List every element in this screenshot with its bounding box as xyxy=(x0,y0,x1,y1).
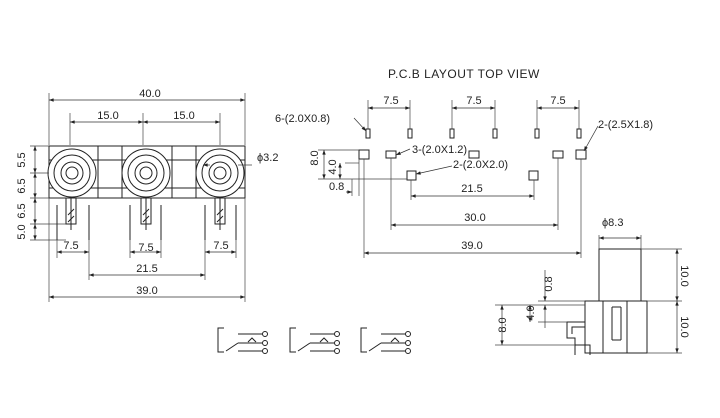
dim-pitch-right: 15.0 xyxy=(173,110,194,122)
schematic-symbol-1 xyxy=(217,327,268,354)
side-lower-height: 10.0 xyxy=(678,316,690,337)
dim-height-4: 5.0 xyxy=(16,224,28,239)
pcb-hole-mid xyxy=(468,150,480,159)
side-dim-40: 4.0 xyxy=(525,305,537,320)
jack-1 xyxy=(47,148,97,198)
jack-2 xyxy=(121,148,171,198)
pcb-hole-small xyxy=(407,128,413,139)
pcb-pitch-3: 7.5 xyxy=(550,95,565,107)
pcb-hole-small xyxy=(365,128,371,139)
dim-pin-span: 21.5 xyxy=(136,263,157,275)
side-dim-80: 8.0 xyxy=(497,317,509,332)
side-jack-barrel xyxy=(598,248,642,302)
label-hole-square: 2-(2.0X2.0) xyxy=(453,159,508,171)
pcb-pitch-2: 7.5 xyxy=(466,95,481,107)
side-diameter: ϕ8.3 xyxy=(602,217,623,229)
pcb-pitch-1: 7.5 xyxy=(383,95,398,107)
dim-height-1: 5.5 xyxy=(16,152,28,167)
pcb-span-390: 39.0 xyxy=(461,240,482,252)
dim-pin-offset-right: 7.5 xyxy=(213,240,228,252)
pins-left xyxy=(56,197,90,240)
side-upper-height: 10.0 xyxy=(678,265,690,286)
schematic-symbol-3 xyxy=(360,327,411,354)
pcb-hole-small xyxy=(449,128,455,139)
pcb-offset-08: 0.8 xyxy=(329,181,344,193)
pcb-hole-mid xyxy=(385,150,397,159)
label-hole-large: 2-(2.5X1.8) xyxy=(598,119,653,131)
pcb-hole-small xyxy=(576,128,582,139)
pcb-hole-large xyxy=(358,149,370,160)
dim-hole-diameter: ϕ3.2 xyxy=(257,152,278,164)
pcb-hole-mid xyxy=(552,150,564,159)
dim-pin-offset-left: 7.5 xyxy=(63,240,78,252)
dim-pin-offset-mid: 7.5 xyxy=(138,242,153,254)
side-body xyxy=(584,300,648,354)
pcb-span-215: 21.5 xyxy=(461,183,482,195)
pcb-title: P.C.B LAYOUT TOP VIEW xyxy=(388,67,540,81)
side-pin xyxy=(566,321,585,355)
pcb-height-8: 8.0 xyxy=(309,150,321,165)
side-dim-08: 0.8 xyxy=(543,276,555,291)
pins-middle xyxy=(129,197,162,240)
label-hole-small: 6-(2.0X0.8) xyxy=(275,113,330,125)
jack-3 xyxy=(195,148,245,198)
schematic-symbol-2 xyxy=(289,327,340,354)
pcb-hole-small xyxy=(534,128,540,139)
pcb-hole-square xyxy=(528,170,539,181)
label-hole-mid: 3-(2.0X1.2) xyxy=(412,144,467,156)
pcb-hole-small xyxy=(492,128,498,139)
side-view: ϕ8.3 10.0 10.0 0.8 4.0 8.0 xyxy=(495,217,690,355)
dim-base-width: 39.0 xyxy=(136,285,157,297)
pcb-hole-square xyxy=(406,170,417,181)
dim-pitch-left: 15.0 xyxy=(97,110,118,122)
dim-height-2: 6.5 xyxy=(16,178,28,193)
pcb-hole-large xyxy=(575,149,587,160)
dim-overall-width: 40.0 xyxy=(139,88,160,100)
front-view: 40.0 15.0 15.0 xyxy=(16,88,278,302)
pcb-height-4: 4.0 xyxy=(327,159,339,174)
dim-height-3: 6.5 xyxy=(16,203,28,218)
pcb-span-300: 30.0 xyxy=(464,212,485,224)
pins-right xyxy=(204,197,237,240)
pcb-layout-view: P.C.B LAYOUT TOP VIEW 7.5 7.5 7.5 6-( xyxy=(275,67,653,258)
